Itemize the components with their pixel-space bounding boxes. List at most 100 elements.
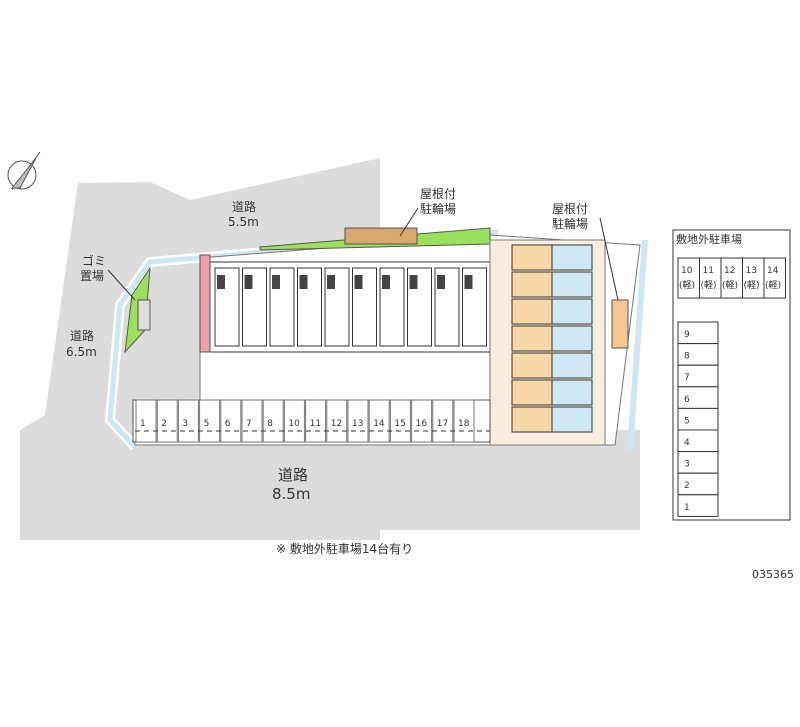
parking-space (389, 399, 411, 443)
offsite-space-number: 10 (681, 266, 693, 276)
parking-space-number: 10 (288, 419, 300, 429)
bike-label-2a: 屋根付 (552, 202, 588, 216)
unit-kitchen (464, 275, 473, 289)
offsite-space-type: (軽) (722, 280, 738, 291)
parking-space (135, 399, 157, 443)
offsite-space-number: 2 (684, 481, 690, 491)
parking-space-number: 8 (267, 419, 273, 429)
parking-space-number: 12 (331, 419, 342, 429)
parking-space-number: 2 (161, 419, 167, 429)
offsite-space-type: (軽) (679, 280, 695, 291)
offsite-space-number: 12 (724, 266, 735, 276)
parking-space (220, 399, 242, 443)
parking-space-number: 6 (225, 419, 231, 429)
garbage-label-2: 置場 (80, 269, 104, 283)
parking-space-number: 3 (182, 419, 188, 429)
parking-space (347, 399, 369, 443)
parking-space (305, 399, 327, 443)
apartment-unit (511, 325, 553, 352)
unit-wet-area (551, 352, 593, 379)
garbage-label-1: ゴミ (82, 253, 106, 268)
parking-space-number: 18 (458, 419, 470, 429)
offsite-space (699, 257, 722, 299)
offsite-space-type: (軽) (765, 280, 781, 291)
parking-space (241, 399, 263, 443)
offsite-space (742, 257, 765, 299)
unit-wet-area (551, 406, 593, 433)
parking-space-number: 1 (140, 419, 146, 429)
offsite-space-number: 8 (684, 352, 690, 362)
apartment-unit (511, 271, 553, 298)
canal-east (627, 239, 648, 451)
unit-wet-area (551, 271, 593, 298)
parking-space (262, 399, 284, 443)
road-west-width: 6.5m (66, 345, 97, 359)
offsite-space-number: 7 (684, 373, 690, 383)
offsite-space-number: 14 (767, 266, 779, 276)
parking-space-number: 11 (310, 419, 321, 429)
road-north-name: 道路 (232, 199, 256, 214)
bike-shed-2 (611, 299, 629, 349)
road-south-name: 道路 (278, 466, 308, 484)
road-north-width: 5.5m (228, 215, 259, 229)
unit-kitchen (299, 275, 308, 289)
parking-space-number: 14 (373, 419, 385, 429)
north-compass-icon (7, 151, 41, 191)
parking-space (283, 399, 305, 443)
apartment-unit (511, 352, 553, 379)
offsite-space-number: 9 (684, 330, 690, 340)
offsite-space-number: 4 (684, 438, 690, 448)
apartment-unit (511, 379, 553, 406)
offsite-space (763, 257, 786, 299)
parking-space (199, 399, 221, 443)
unit-kitchen (327, 275, 335, 289)
unit-kitchen (244, 275, 253, 289)
unit-wet-area (551, 244, 593, 271)
bike-shed-1 (344, 227, 418, 245)
unit-wet-area (551, 325, 593, 352)
parking-space-number: 5 (204, 419, 210, 429)
offsite-space-type: (軽) (744, 280, 760, 291)
offsite-space (677, 257, 700, 299)
offsite-space-number: 5 (684, 416, 690, 426)
bike-label-1a: 屋根付 (420, 187, 456, 201)
parking-space-number: 7 (246, 419, 252, 429)
parking-space (368, 399, 390, 443)
apartment-unit (511, 298, 553, 325)
road-area-south (20, 430, 640, 530)
parking-space-number: 17 (437, 419, 448, 429)
offsite-space-number: 13 (746, 266, 757, 276)
bike-label-2b: 駐輪場 (552, 216, 588, 231)
unit-kitchen (272, 275, 280, 289)
parking-space-number: 13 (352, 419, 363, 429)
offsite-space-number: 3 (684, 460, 690, 470)
parking-space-number: 15 (394, 419, 405, 429)
property-code: 035365 (752, 568, 794, 581)
offsite-space (720, 257, 743, 299)
offsite-space-number: 6 (684, 395, 690, 405)
parking-space (432, 399, 454, 443)
parking-space (156, 399, 178, 443)
road-west-name: 道路 (70, 328, 94, 343)
unit-wet-area (551, 298, 593, 325)
offsite-space (677, 494, 719, 517)
unit-kitchen (382, 275, 390, 289)
offsite-space-number: 1 (684, 503, 690, 513)
bike-label-1b: 駐輪場 (420, 201, 456, 216)
unit-wet-area (551, 379, 593, 406)
offsite-space-number: 11 (703, 266, 714, 276)
parking-space (177, 399, 199, 443)
unit-kitchen (354, 275, 363, 289)
apartment-unit (511, 244, 553, 271)
note: ※ 敷地外駐車場14台有り (276, 541, 413, 556)
unit-kitchen (437, 275, 445, 289)
offsite-space-type: (軽) (701, 280, 717, 291)
parking-space (453, 399, 475, 443)
parking-space-number: 16 (416, 419, 428, 429)
parking-space (411, 399, 433, 443)
offsite-parking-title: 敷地外駐車場 (676, 232, 742, 246)
unit-kitchen (217, 275, 225, 289)
parking-space (326, 399, 348, 443)
